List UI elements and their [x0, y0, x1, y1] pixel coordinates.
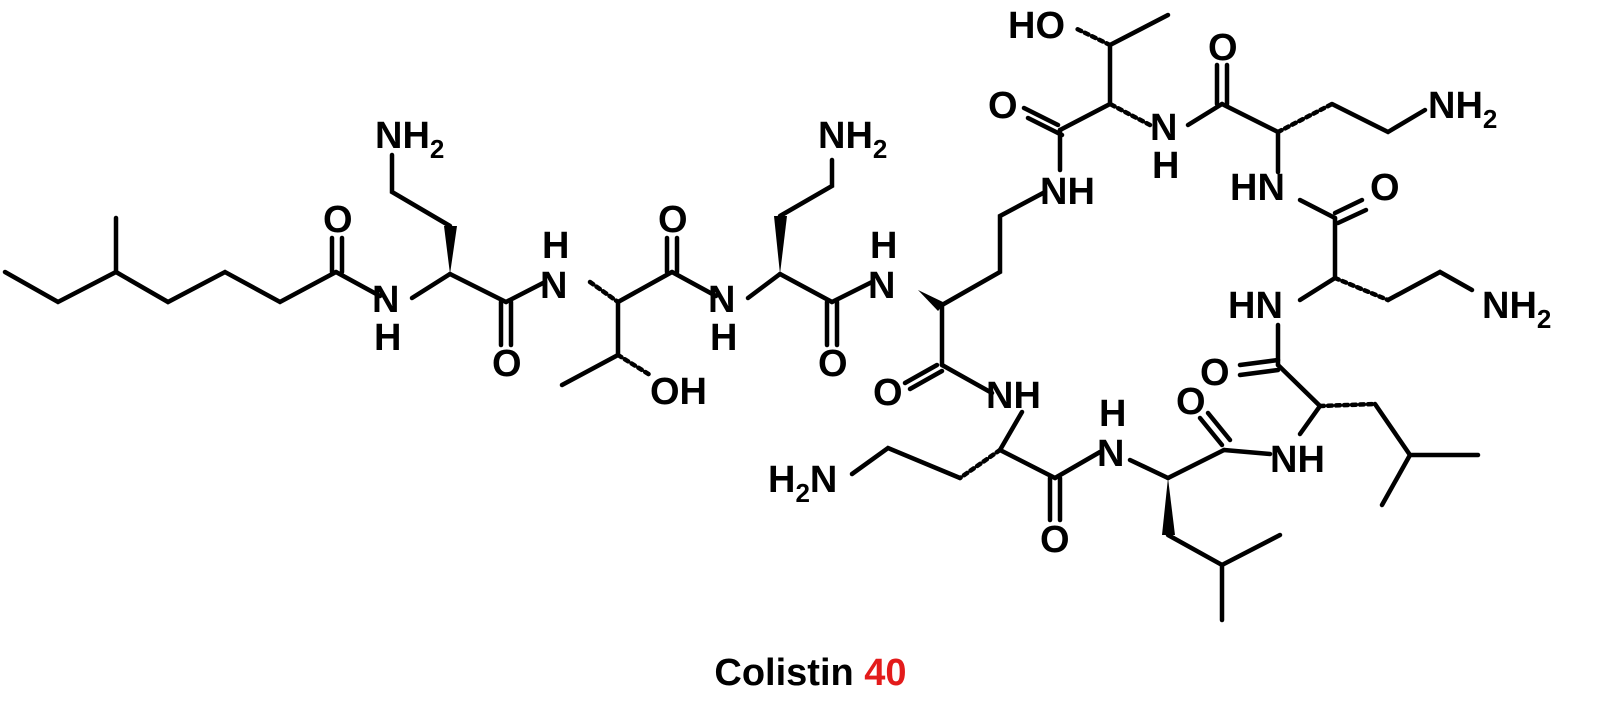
label-h-amide4: H — [870, 225, 897, 267]
compound-number: 40 — [864, 652, 907, 694]
label-n-amide2: N — [540, 265, 567, 307]
label-h-amide3: H — [710, 317, 737, 359]
label-o-dab3: O — [818, 343, 848, 385]
label-n-amide10: N — [1150, 107, 1177, 149]
atom-labels: NH2 NH2 NH2 NH2 H2N O O O O O O O O O O … — [323, 5, 1551, 561]
label-h-amide6: H — [1099, 393, 1126, 435]
label-o-dab4: O — [873, 372, 903, 414]
label-oh-thr2: OH — [650, 371, 707, 413]
label-o-thr2: O — [658, 199, 688, 241]
label-o-acyl: O — [323, 199, 353, 241]
label-o-dleu6: O — [1176, 381, 1206, 423]
label-o-dab9: O — [1208, 27, 1238, 69]
label-hn-amide8: HN — [1228, 285, 1283, 327]
label-nh2-dab8: NH2 — [1482, 285, 1551, 334]
label-hn-amide9: HN — [1230, 167, 1285, 209]
label-n-amide1: N — [372, 279, 399, 321]
label-o-dab1: O — [492, 343, 522, 385]
label-n-amide3: N — [708, 279, 735, 321]
label-h-amide1: H — [374, 317, 401, 359]
figure-caption: Colistin 40 — [0, 652, 1621, 695]
label-nh-ring-closure: NH — [1040, 171, 1095, 213]
label-o-leu7: O — [1200, 352, 1230, 394]
label-h2n-dab5: H2N — [768, 459, 837, 508]
label-h-amide2: H — [542, 225, 569, 267]
label-nh2-dab9: NH2 — [1428, 85, 1497, 134]
label-n-amide4: N — [868, 265, 895, 307]
label-nh2-dab1: NH2 — [375, 115, 444, 164]
label-o-dab5: O — [1040, 519, 1070, 561]
label-o-thr10: O — [988, 85, 1018, 127]
label-n-amide6: N — [1097, 433, 1124, 475]
compound-name: Colistin — [714, 652, 854, 694]
bonds — [2, 12, 1481, 623]
label-h-amide10: H — [1152, 145, 1179, 187]
label-nh2-dab3: NH2 — [818, 115, 887, 164]
label-o-dab8: O — [1370, 167, 1400, 209]
label-nh-amide5: NH — [986, 375, 1041, 417]
label-ho-thr10: HO — [1008, 5, 1065, 47]
label-nh-amide7: NH — [1270, 439, 1325, 481]
